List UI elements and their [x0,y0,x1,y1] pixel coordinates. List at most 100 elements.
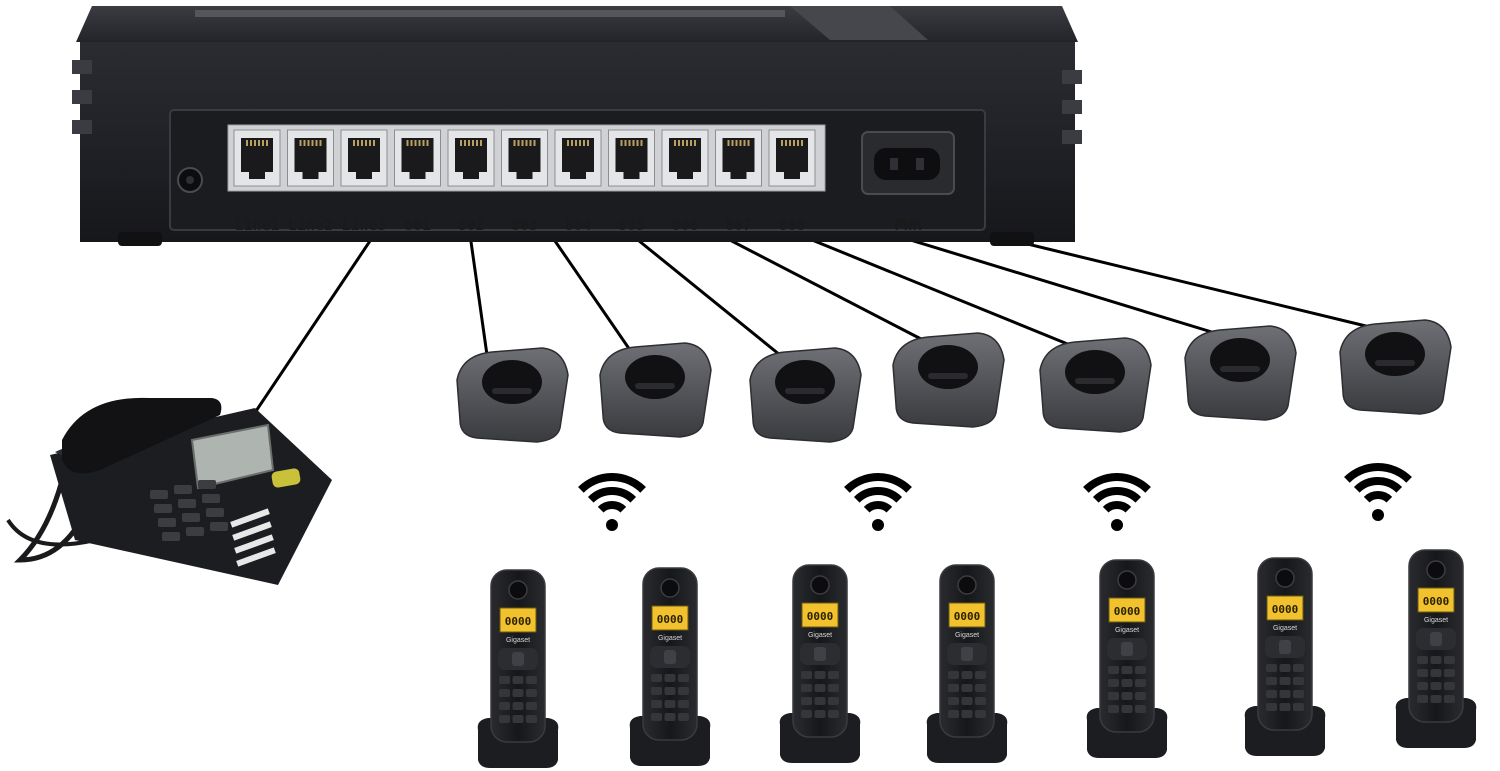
desk-phone-key [186,527,204,536]
handset-key [1266,703,1277,711]
handset-key [1417,682,1428,690]
desk-phone-key [198,480,216,489]
port-label-line1: Line1 [234,216,279,234]
pbx-foot [990,232,1034,246]
desk-phone-label-strip [230,508,276,567]
wifi-icon [578,473,646,531]
desk-phone-key [158,518,176,527]
handset-key [814,671,826,679]
handset-key [975,684,986,692]
handset-key [678,713,689,721]
earpiece-icon [660,578,680,598]
charging-cradle [892,332,1005,428]
handset-key [664,674,676,682]
handset-key [1121,666,1133,674]
desk-phone-handset [62,397,222,474]
handset-brand-label: Gigaset [1424,617,1448,624]
desk-phone-display [190,423,275,490]
handset-key [814,697,826,705]
handset-key [961,684,973,692]
port-label-808: 808 [778,216,805,234]
pwr-label: PWR [894,216,922,234]
handset-lcd-text: 0000 [657,613,684,626]
rj11-port [447,129,495,187]
rj11-ports [233,129,816,187]
handset-brand-label: Gigaset [1273,625,1297,632]
handset-key [1108,666,1119,674]
handset-key [1266,690,1277,698]
handset-key [828,697,839,705]
charging-cradles [456,319,1452,443]
handset-key [948,710,959,718]
handset-key [1108,705,1119,713]
handset-key [1279,677,1291,685]
handset-key [664,713,676,721]
rj11-port [715,129,762,187]
handset-key [1430,682,1442,690]
handset-key [1135,679,1146,687]
handset-brand-label: Gigaset [955,632,979,639]
handset-lcd [1108,597,1146,623]
handset-key [1121,679,1133,687]
rj11-port [233,129,281,187]
handset-key [1444,656,1455,664]
handset-key [1293,690,1304,698]
handset-key [499,676,510,684]
handset-key [814,684,826,692]
handset-key [512,715,524,723]
desk-phone-keypad [150,480,228,541]
desk-phone-nav-key [271,468,301,488]
handset-key [828,710,839,718]
handset-lcd [1266,595,1304,621]
power-pin-icon [890,158,898,170]
handset-key [801,671,812,679]
handset-key [1108,692,1119,700]
port-label-806: 806 [671,216,698,234]
handset-key [1135,705,1146,713]
handset-key [1121,692,1133,700]
cordless-handsets: 0000Gigaset0000Gigaset0000Gigaset0000Gig… [477,549,1477,768]
pbx-left-ridge [72,60,92,74]
charging-cradle [456,347,569,443]
handset-key [526,676,537,684]
rj11-port [554,129,602,187]
port-label-803: 803 [511,216,538,234]
handset-lcd [801,602,839,628]
handset-key [678,700,689,708]
handset-key [526,715,537,723]
port-label-807: 807 [725,216,752,234]
handset-lcd-text: 0000 [505,615,532,628]
handset-lcd-text: 0000 [807,610,834,623]
power-socket-recess [874,148,940,180]
handset-key [651,700,662,708]
handset-key [975,671,986,679]
handset-lcd [651,605,689,631]
handset-key [526,702,537,710]
handset-key [499,702,510,710]
port-label-804: 804 [564,216,591,234]
port-label-801: 801 [404,216,431,234]
rj11-port [287,129,334,187]
earpiece-icon [1275,568,1295,588]
handset-key [1417,695,1428,703]
desk-phone-key [206,508,224,517]
port-label-805: 805 [618,216,645,234]
handset-key [1279,690,1291,698]
desk-phone-key [154,504,172,513]
handset-brand-label: Gigaset [506,637,530,644]
handset-key [1430,695,1442,703]
handset-key [948,697,959,705]
handset-key [961,671,973,679]
desk-phone-key [182,513,200,522]
handset-key [499,689,510,697]
pbx-left-ridge [72,90,92,104]
rj11-port [608,129,655,187]
desk-phone-key [150,490,168,499]
handset-key [1444,682,1455,690]
desk-phone [6,397,332,585]
